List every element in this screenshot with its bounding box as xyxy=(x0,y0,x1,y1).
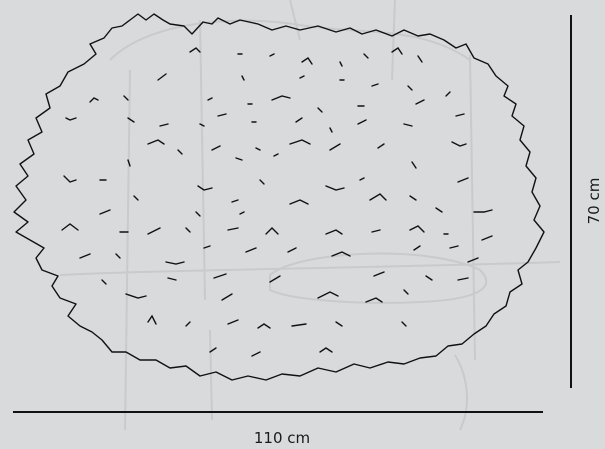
fur-tuft-strokes xyxy=(61,47,493,357)
background-sketch xyxy=(59,0,561,431)
rug-outline xyxy=(13,13,545,381)
width-dimension-label: 110 cm xyxy=(254,429,310,447)
height-dimension-label: 70 cm xyxy=(585,178,603,225)
